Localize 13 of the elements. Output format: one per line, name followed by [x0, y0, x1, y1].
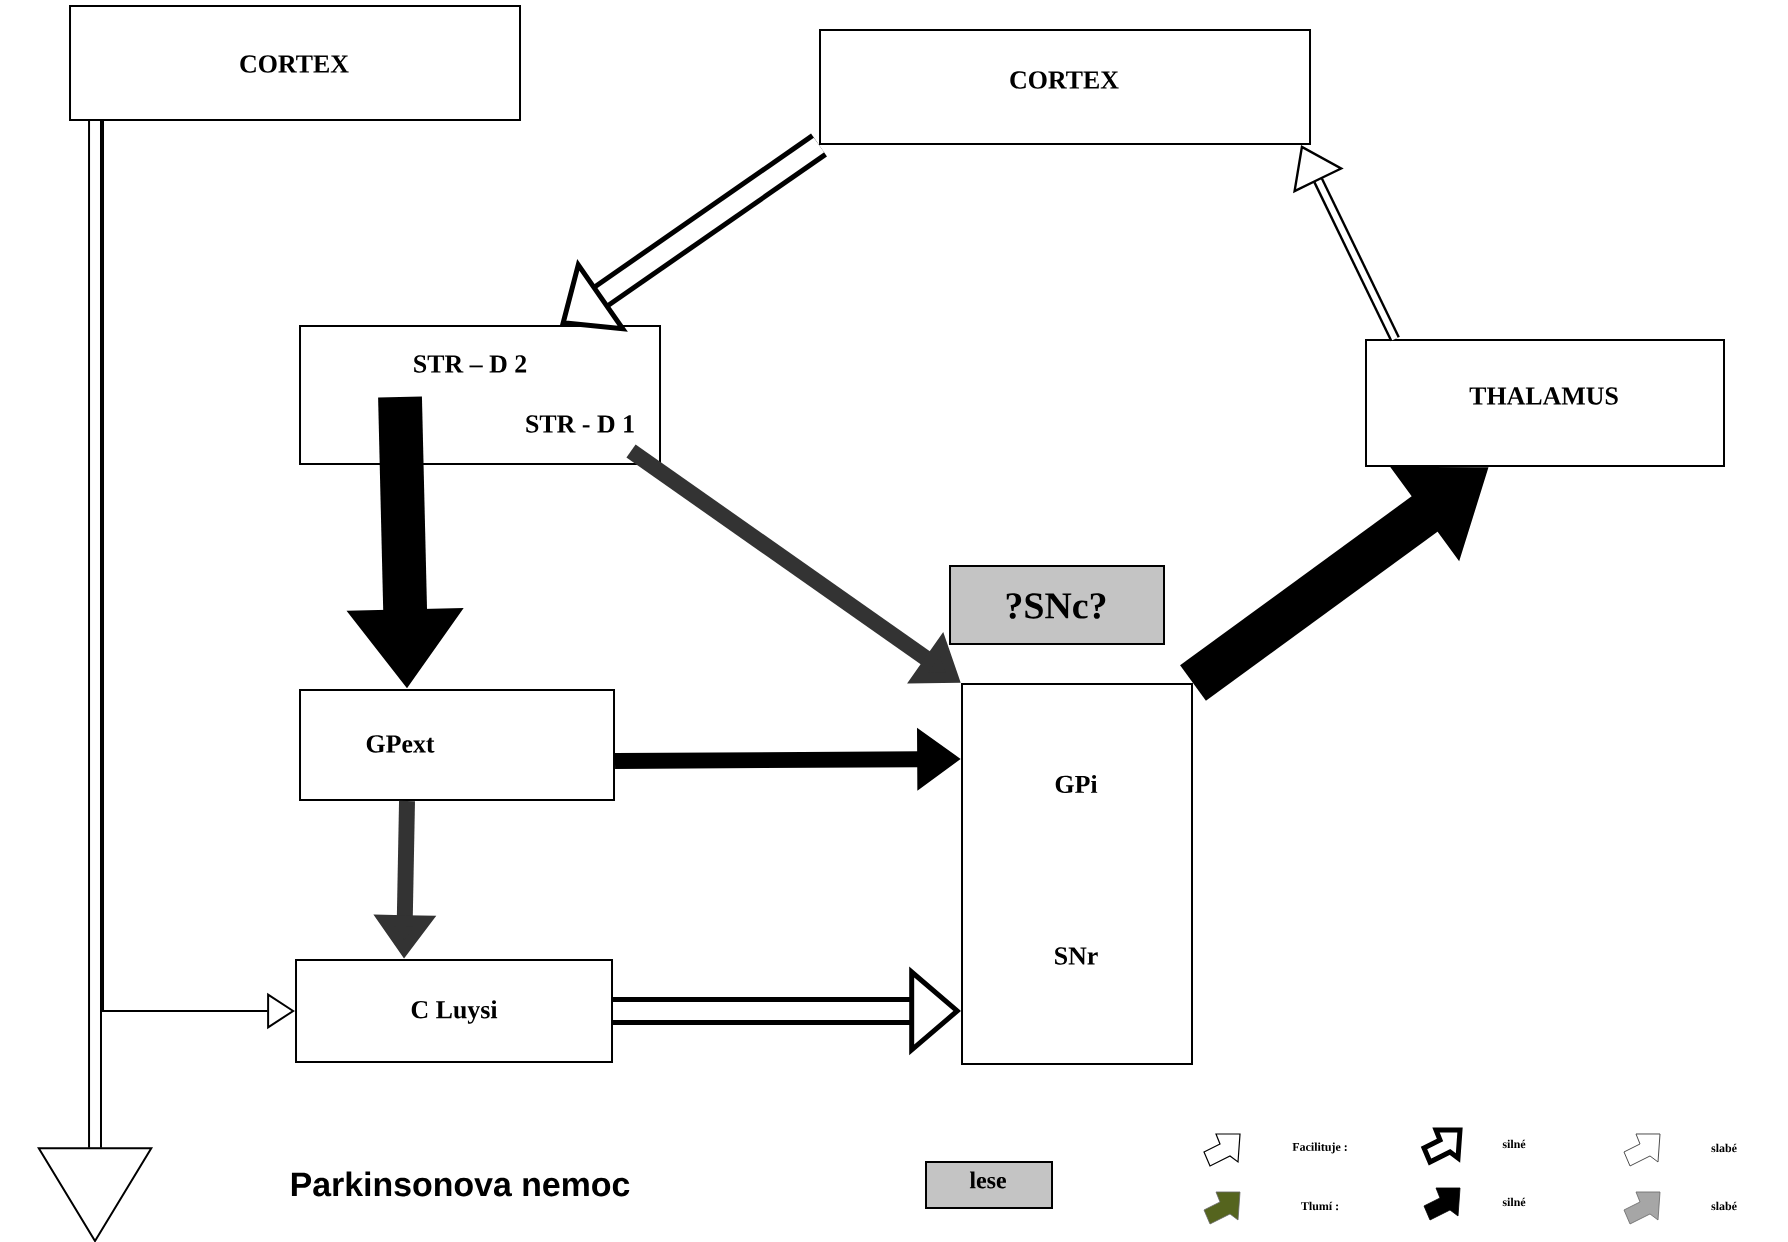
region-box: CORTEX	[69, 5, 521, 121]
region-box: STR – D 2 STR - D 1	[299, 325, 661, 465]
caption-text: Parkinsonova nemoc	[291, 1171, 630, 1197]
nucleus-box: GPi SNr	[961, 683, 1193, 1065]
arrow	[560, 133, 827, 332]
label-box: lese	[925, 1161, 1053, 1209]
region-box: C Luysi	[295, 959, 613, 1063]
arrow	[37, 121, 154, 1242]
region-box: CORTEX	[819, 29, 1311, 145]
arrow	[1293, 145, 1400, 342]
region-box: THALAMUS	[1365, 339, 1725, 467]
region-box: GPext	[299, 689, 615, 801]
label-box: ?SNc?	[949, 565, 1165, 645]
